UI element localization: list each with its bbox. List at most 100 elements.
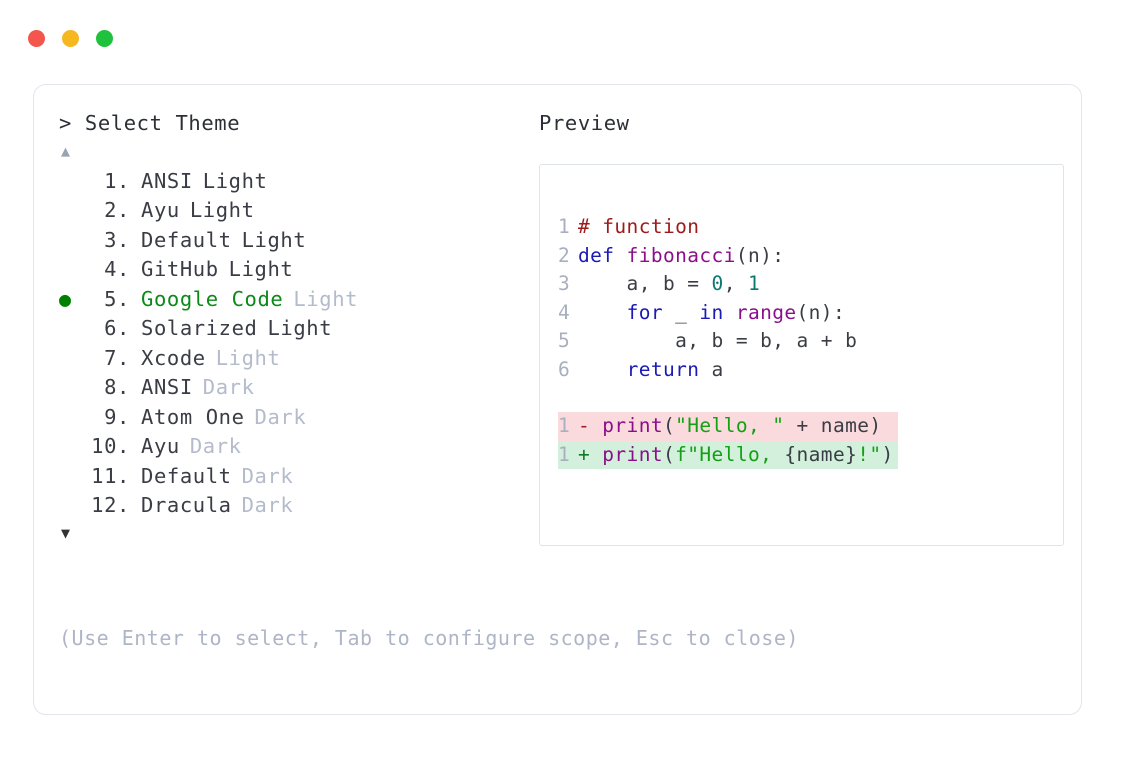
theme-item-name: ANSI (141, 168, 193, 193)
theme-item-variant: Light (189, 198, 255, 223)
minimize-button[interactable] (62, 30, 79, 47)
diff-marker: - (578, 414, 591, 437)
line-number: 5 (558, 329, 571, 352)
code-line: 6 return a (558, 356, 898, 385)
theme-item-index: 6. (104, 316, 130, 341)
diff-marker: + (578, 442, 591, 466)
code-token (578, 358, 627, 381)
code-token (590, 443, 602, 466)
code-token: (n): (796, 300, 846, 324)
code-line-text: for _ in range(n): (578, 299, 845, 328)
code-token: fibonacci (626, 243, 736, 267)
code-line-text: return a (578, 356, 724, 385)
diff-line-added: 1+ print(f"Hello, {name}!") (558, 440, 898, 470)
code-token: ( (662, 414, 676, 437)
theme-item-name: Default (141, 227, 232, 252)
theme-item-index: 11. (91, 463, 130, 488)
theme-item-index: 2. (104, 198, 130, 223)
theme-item-variant: Light (293, 286, 359, 311)
theme-item-name: Ayu (141, 434, 180, 459)
theme-item-variant: Light (241, 227, 307, 252)
code-line-text: + print(f"Hello, {name}!") (578, 441, 898, 470)
code-blank-line (558, 384, 898, 412)
theme-item-name: Xcode (141, 345, 206, 370)
theme-item-name: Google Code (141, 286, 284, 311)
code-token: a (699, 357, 724, 381)
diff-line-removed: 1- print("Hello, " + name) (558, 412, 898, 441)
theme-item-name: Atom One (141, 404, 245, 429)
theme-list-item[interactable]: 11. Default Dark (59, 464, 529, 494)
theme-item-index: 1. (104, 168, 130, 193)
theme-item-index: 5. (104, 286, 130, 311)
theme-list-item[interactable]: 3. Default Light (59, 228, 529, 258)
code-token: + name) (784, 414, 882, 437)
theme-item-index: 3. (104, 227, 130, 252)
code-line-text: a, b = b, a + b (578, 327, 857, 356)
theme-item-variant: Light (267, 316, 333, 341)
keyboard-hint: (Use Enter to select, Tab to configure s… (59, 626, 799, 650)
theme-list-item[interactable]: 1. ANSI Light (59, 169, 529, 199)
code-line-text: - print("Hello, " + name) (578, 412, 886, 441)
theme-item-name: Solarized (141, 316, 258, 341)
theme-item-index: 12. (91, 493, 130, 518)
page-title: > Select Theme (59, 111, 241, 135)
theme-list-item[interactable]: 6. Solarized Light (59, 316, 529, 346)
theme-item-variant: Light (228, 257, 294, 282)
code-token: _ (662, 300, 700, 324)
code-token: return (626, 357, 700, 381)
theme-item-variant: Light (215, 345, 281, 370)
maximize-button[interactable] (96, 30, 113, 47)
close-button[interactable] (28, 30, 45, 47)
code-token: print (602, 414, 663, 437)
code-token: "Hello, " (675, 414, 785, 437)
code-token: ) (881, 442, 894, 466)
theme-item-variant: Light (202, 168, 268, 193)
code-line: 3 a, b = 0, 1 (558, 270, 898, 299)
code-line: 1 # function (558, 213, 898, 242)
theme-item-index: 10. (91, 434, 130, 459)
scroll-up-icon[interactable]: ▲ (61, 141, 71, 160)
line-number: 3 (558, 272, 571, 295)
code-token: # function (578, 215, 700, 238)
code-line: 5 a, b = b, a + b (558, 327, 898, 356)
code-token: for (626, 300, 663, 324)
code-token: (n): (735, 243, 785, 267)
theme-item-index: 7. (104, 345, 130, 370)
theme-item-index: 8. (104, 375, 130, 400)
theme-list-item[interactable]: 7. Xcode Light (59, 346, 529, 376)
line-number: 1 (558, 215, 571, 238)
line-number: 1 (558, 414, 571, 437)
scroll-down-icon[interactable]: ▼ (61, 523, 71, 542)
code-token: , (723, 272, 748, 295)
code-line-text: # function (578, 213, 699, 242)
theme-item-variant: Dark (241, 463, 294, 488)
line-number: 6 (558, 357, 571, 381)
code-token: in (699, 300, 724, 324)
preview-label: Preview (539, 111, 630, 135)
code-token: 0 (711, 272, 724, 295)
theme-item-name: Default (141, 463, 232, 488)
code-line: 4 for _ in range(n): (558, 299, 898, 328)
line-number: 2 (558, 243, 571, 267)
theme-item-name: GitHub (141, 257, 219, 282)
code-token: range (735, 300, 797, 324)
code-token: ( (662, 442, 676, 466)
theme-item-name: Dracula (141, 493, 232, 518)
theme-item-index: 9. (104, 404, 130, 429)
code-token: !" (857, 442, 882, 466)
theme-item-variant: Dark (202, 375, 255, 400)
window-controls (28, 30, 113, 47)
